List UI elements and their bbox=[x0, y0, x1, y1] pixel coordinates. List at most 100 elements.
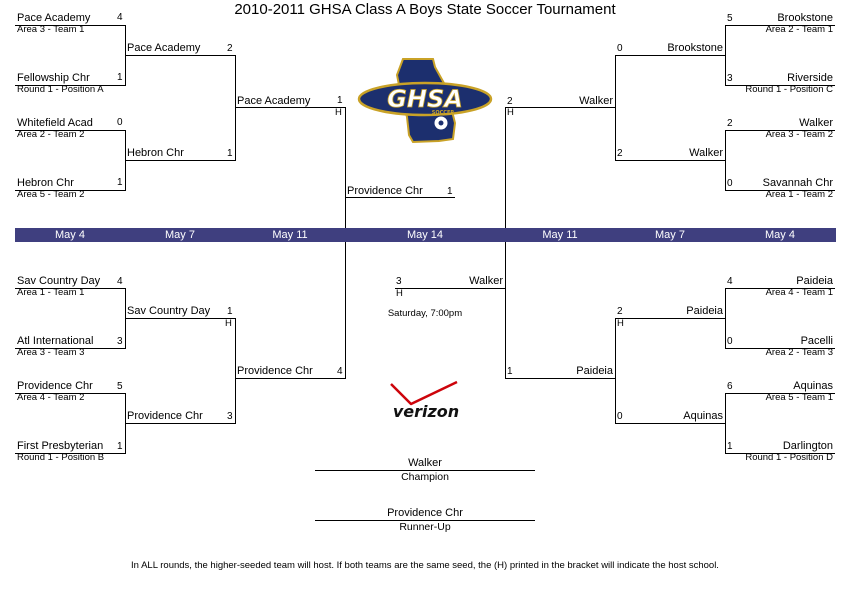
host-marker: H bbox=[335, 107, 342, 118]
team-score: 0 bbox=[117, 117, 123, 128]
bracket-line bbox=[15, 348, 125, 349]
footer-note: In ALL rounds, the higher-seeded team wi… bbox=[131, 560, 719, 571]
seed-label: Area 2 - Team 2 bbox=[17, 129, 85, 140]
team-name: Providence Chr bbox=[347, 185, 423, 197]
team-name: Pace Academy bbox=[17, 12, 91, 24]
team-score: 0 bbox=[617, 411, 623, 422]
team-name: Providence Chr bbox=[127, 410, 203, 422]
bracket-line bbox=[725, 453, 835, 454]
round-date: May 4 bbox=[765, 229, 795, 241]
champion-name: Walker bbox=[408, 457, 442, 469]
team-name: Paideia bbox=[796, 275, 833, 287]
team-name: Brookstone bbox=[777, 12, 833, 24]
bracket-line bbox=[125, 423, 235, 424]
bracket-line bbox=[725, 85, 835, 86]
bracket-line bbox=[15, 85, 125, 86]
bracket-line bbox=[15, 393, 125, 394]
team-score: 1 bbox=[727, 441, 733, 452]
ghsa-logo-text: GHSA bbox=[387, 85, 463, 113]
bracket-line bbox=[395, 288, 505, 289]
team-name: Providence Chr bbox=[17, 380, 93, 392]
team-name: Paideia bbox=[686, 305, 723, 317]
team-name: Pace Academy bbox=[237, 95, 311, 107]
bracket-line bbox=[725, 348, 835, 349]
team-name: Sav Country Day bbox=[17, 275, 101, 287]
team-name: Savannah Chr bbox=[762, 177, 833, 189]
seed-label: Round 1 - Position A bbox=[17, 84, 104, 95]
bracket-line bbox=[345, 107, 346, 379]
bracket-line bbox=[15, 130, 125, 131]
seed-label: Area 2 - Team 1 bbox=[765, 24, 833, 35]
seed-label: Area 1 - Team 2 bbox=[765, 189, 833, 200]
round-date: May 11 bbox=[542, 229, 578, 241]
bracket-line bbox=[125, 318, 235, 319]
seed-label: Area 4 - Team 2 bbox=[17, 392, 85, 403]
bracket-line bbox=[615, 318, 725, 319]
team-score: 3 bbox=[396, 276, 402, 287]
round-date: May 4 bbox=[55, 229, 85, 241]
team-name: Paideia bbox=[576, 365, 613, 377]
bracket-line bbox=[725, 393, 726, 454]
page-title: 2010-2011 GHSA Class A Boys State Soccer… bbox=[234, 1, 616, 18]
team-name: Atl International bbox=[17, 335, 94, 347]
team-name: Whitefield Acad bbox=[17, 117, 93, 129]
team-name: Walker bbox=[469, 275, 503, 287]
bracket-line bbox=[125, 55, 235, 56]
bracket-line bbox=[15, 25, 125, 26]
bracket-line bbox=[615, 160, 725, 161]
team-score: 1 bbox=[507, 366, 513, 377]
bracket-line bbox=[235, 378, 345, 379]
team-score: 5 bbox=[727, 13, 733, 24]
bracket-line bbox=[725, 130, 835, 131]
team-score: 1 bbox=[227, 148, 233, 159]
team-score: 4 bbox=[117, 276, 123, 287]
team-name: Pace Academy bbox=[127, 42, 201, 54]
seed-label: Area 3 - Team 1 bbox=[17, 24, 85, 35]
ghsa-logo-subtext: SOCCER bbox=[432, 110, 455, 116]
team-score: 4 bbox=[117, 12, 123, 23]
bracket-line bbox=[725, 393, 835, 394]
champion-label: Champion bbox=[401, 471, 449, 483]
team-score: 1 bbox=[227, 306, 233, 317]
team-name: Providence Chr bbox=[237, 365, 313, 377]
verizon-logo-text: verizon bbox=[393, 402, 459, 421]
bracket-line bbox=[235, 318, 236, 424]
team-score: 6 bbox=[727, 381, 733, 392]
bracket-line bbox=[615, 423, 725, 424]
host-marker: H bbox=[617, 318, 624, 329]
bracket-line bbox=[725, 25, 835, 26]
team-score: 1 bbox=[337, 95, 343, 106]
round-date: May 11 bbox=[272, 229, 308, 241]
seed-label: Round 1 - Position D bbox=[745, 452, 833, 463]
round-date: May 7 bbox=[165, 229, 195, 241]
team-score: 3 bbox=[727, 73, 733, 84]
verizon-check-icon bbox=[390, 380, 458, 406]
seed-label: Round 1 - Position B bbox=[17, 452, 105, 463]
team-name: Walker bbox=[689, 147, 723, 159]
seed-label: Area 5 - Team 1 bbox=[765, 392, 833, 403]
host-marker: H bbox=[507, 107, 514, 118]
seed-label: Area 1 - Team 1 bbox=[17, 287, 85, 298]
verizon-logo: verizon bbox=[390, 380, 459, 421]
seed-label: Area 4 - Team 1 bbox=[765, 287, 833, 298]
date-bar: May 4 May 7 May 11 May 14 May 11 May 7 M… bbox=[15, 228, 836, 242]
team-name: Riverside bbox=[787, 72, 833, 84]
round-date: May 14 bbox=[406, 229, 444, 241]
bracket-line bbox=[615, 55, 725, 56]
seed-label: Area 5 - Team 2 bbox=[17, 189, 85, 200]
bracket-line bbox=[505, 107, 506, 379]
bracket-line bbox=[505, 107, 615, 108]
bracket-line bbox=[125, 160, 235, 161]
bracket-line bbox=[505, 378, 615, 379]
ghsa-logo: GHSA SOCCER bbox=[357, 58, 493, 144]
bracket-line bbox=[725, 130, 726, 191]
host-marker: H bbox=[225, 318, 232, 329]
round-date: May 7 bbox=[655, 229, 685, 241]
bracket-line bbox=[615, 318, 616, 424]
team-score: 1 bbox=[117, 177, 123, 188]
bracket-line bbox=[725, 288, 726, 349]
runner-up-label: Runner-Up bbox=[399, 521, 451, 533]
bracket-line bbox=[725, 288, 835, 289]
bracket-line bbox=[725, 25, 726, 86]
team-score: 1 bbox=[117, 441, 123, 452]
